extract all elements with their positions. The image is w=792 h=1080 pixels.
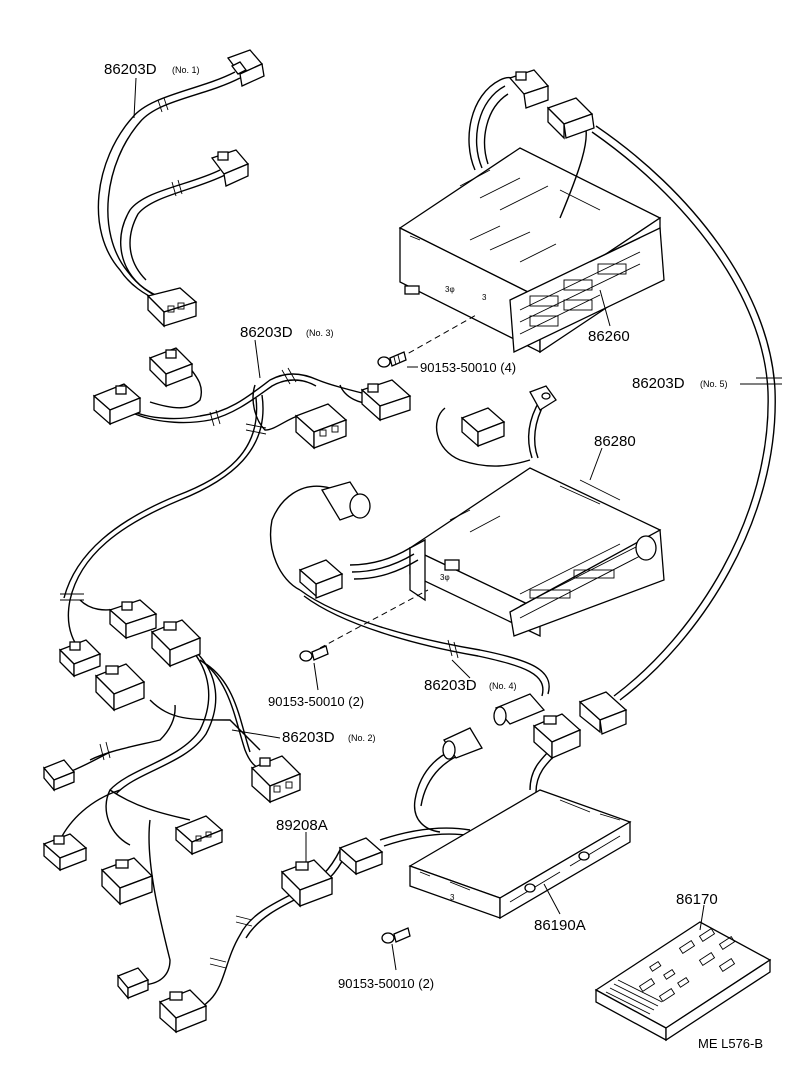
label-harness-no2-part: 86203D: [282, 729, 335, 746]
label-harness-no1-sub: (No. 1): [172, 65, 200, 75]
harness-no2: [42, 619, 302, 1000]
label-screw-2b: 90153-50010 (2): [338, 976, 434, 991]
radio-86280: 3φ: [269, 385, 665, 638]
plug-no4: [493, 693, 546, 726]
label-harness-no2: 86203D (No. 2): [282, 729, 376, 746]
plug-86190a-round: [442, 727, 483, 760]
connector-no3-d: [294, 403, 348, 450]
harness-no1: [97, 49, 265, 328]
svg-text:3: 3: [482, 293, 487, 302]
amplifier-86190a: 3: [408, 713, 632, 920]
connector-89208a-a: [280, 859, 334, 908]
connector-no3-b: [92, 383, 142, 426]
connector-no2-e: [174, 815, 224, 856]
label-remote-86170: 86170: [676, 891, 718, 908]
connector-86190a-top: [532, 713, 582, 760]
screw-4: [377, 351, 407, 368]
connector-no1-middle: [210, 149, 250, 187]
connector-86280-a: [460, 407, 506, 448]
connector-no3-a: [148, 347, 194, 388]
connector-no2-g: [100, 857, 154, 906]
radio-86260: 3φ 3: [398, 69, 665, 354]
connector-86260-b: [546, 97, 595, 140]
svg-text:3φ: 3φ: [440, 573, 450, 582]
connector-no2-b: [94, 663, 146, 712]
connector-no1-top: [226, 49, 265, 87]
screw-2b: [381, 927, 411, 944]
svg-text:3φ: 3φ: [445, 285, 455, 294]
label-screw-4: 90153-50010 (4): [420, 360, 516, 375]
connector-86280-b: [298, 559, 344, 599]
label-radio-86260: 86260: [588, 328, 630, 345]
label-harness-no5-part: 86203D: [632, 375, 685, 392]
connector-no3-f: [58, 639, 102, 678]
connector-no5-bottom: [578, 691, 628, 735]
label-amp-86190a: 86190A: [534, 917, 586, 934]
label-harness-no1: 86203D (No. 1): [104, 61, 200, 78]
label-harness-no5-sub: (No. 5): [700, 379, 728, 389]
label-ref-code: ME L576-B: [698, 1036, 763, 1051]
label-harness-no5: 86203D (No. 5): [632, 375, 728, 392]
label-harness-no3: 86203D (No. 3): [240, 324, 334, 341]
connector-no3-e: [108, 599, 158, 640]
antenna-plug-86280: [529, 385, 557, 411]
label-harness-no3-part: 86203D: [240, 324, 293, 341]
connector-no1-bottom: [146, 287, 198, 328]
svg-text:3: 3: [450, 893, 455, 902]
harness-no3: [58, 347, 412, 678]
label-harness-no4-sub: (No. 4): [489, 681, 517, 691]
label-radio-86280: 86280: [594, 433, 636, 450]
label-harness-no4-part: 86203D: [424, 677, 477, 694]
connector-no3-c: [360, 379, 412, 422]
label-harness-no3-sub: (No. 3): [306, 328, 334, 338]
connector-no2-d: [42, 759, 76, 792]
connector-no2-h: [116, 967, 150, 1000]
label-screw-2a: 90153-50010 (2): [268, 694, 364, 709]
connector-no2-c: [250, 755, 302, 804]
cable-89208a: [158, 827, 473, 1034]
remote-86170: [594, 921, 772, 1042]
plug-86280-round: [321, 481, 371, 521]
connector-no2-a: [150, 619, 202, 668]
connector-no2-f: [42, 833, 88, 872]
label-harness-no2-sub: (No. 2): [348, 733, 376, 743]
connector-89208a-c: [158, 989, 208, 1034]
connector-86260-a: [508, 69, 550, 109]
label-harness-no1-part: 86203D: [104, 61, 157, 78]
label-harness-no4: 86203D (No. 4): [424, 677, 517, 694]
label-cable-89208a: 89208A: [276, 817, 328, 834]
connector-89208a-b: [338, 837, 384, 876]
screw-2a: [299, 645, 329, 662]
